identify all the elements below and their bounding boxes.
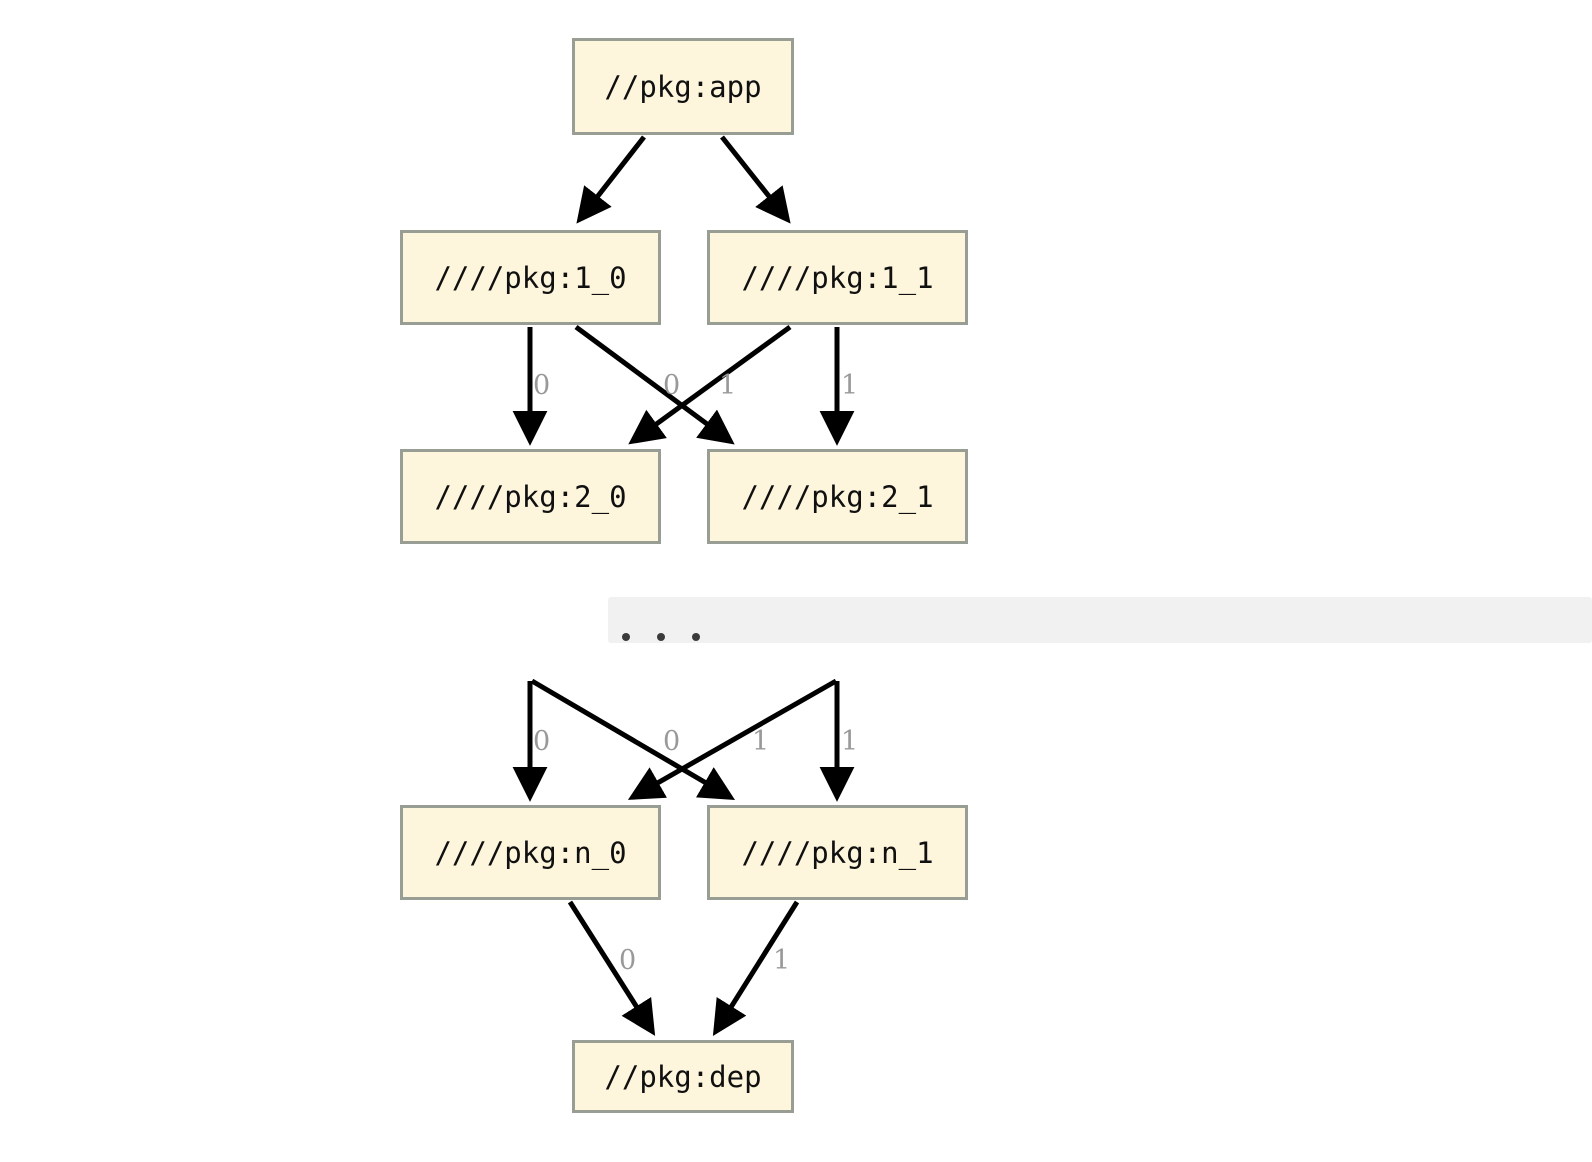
node-label: //pkg:app [604, 69, 762, 104]
node-pkg-n-0[interactable]: ////pkg:n_0 [400, 805, 661, 900]
edge-label-n-0-to-dep: 0 [619, 945, 637, 976]
ellipsis-dot [657, 633, 665, 641]
edge-label-1-1-to-2-1: 1 [841, 370, 859, 401]
edge-label-upper-to-n-1: 1 [841, 726, 859, 757]
ellipsis-dots [622, 633, 700, 641]
edge-app-to-1-0 [576, 135, 646, 224]
node-label: ////pkg:1_0 [434, 260, 627, 295]
ellipsis-dot [692, 633, 700, 641]
edge-upper-to-n-0-cross [627, 678, 838, 800]
node-label: //pkg:dep [604, 1059, 762, 1094]
ellipsis-band [608, 597, 1592, 643]
node-dep[interactable]: //pkg:dep [572, 1040, 794, 1113]
edge-label-n-1-to-dep: 1 [773, 945, 791, 976]
edge-app-to-1-1 [720, 135, 791, 224]
edge-label-1-0-to-2-1: 0 [663, 370, 681, 401]
edge-label-1-1-to-2-0: 1 [719, 370, 737, 401]
edge-label-upper-to-n-0-cross: 1 [752, 726, 770, 757]
node-label: ////pkg:1_1 [741, 260, 934, 295]
edge-label-upper-to-n-0: 0 [533, 726, 551, 757]
edge-label-1-0-to-2-0: 0 [533, 370, 551, 401]
node-pkg-n-1[interactable]: ////pkg:n_1 [707, 805, 968, 900]
node-pkg-2-0[interactable]: ////pkg:2_0 [400, 449, 661, 544]
edge-n-1-to-dep [712, 900, 800, 1036]
edge-label-upper-to-n-1-cross: 0 [663, 726, 681, 757]
node-app[interactable]: //pkg:app [572, 38, 794, 135]
node-label: ////pkg:2_0 [434, 479, 627, 514]
node-label: ////pkg:2_1 [741, 479, 934, 514]
node-pkg-2-1[interactable]: ////pkg:2_1 [707, 449, 968, 544]
edge-n-0-to-dep [567, 900, 656, 1036]
edge-1-1-to-2-0 [628, 324, 792, 445]
node-label: ////pkg:n_1 [741, 835, 934, 870]
ellipsis-dot [622, 633, 630, 641]
edge-1-0-to-2-1 [574, 324, 735, 445]
node-label: ////pkg:n_0 [434, 835, 627, 870]
node-pkg-1-0[interactable]: ////pkg:1_0 [400, 230, 661, 325]
edge-upper-to-n-1-cross [530, 678, 736, 800]
node-pkg-1-1[interactable]: ////pkg:1_1 [707, 230, 968, 325]
